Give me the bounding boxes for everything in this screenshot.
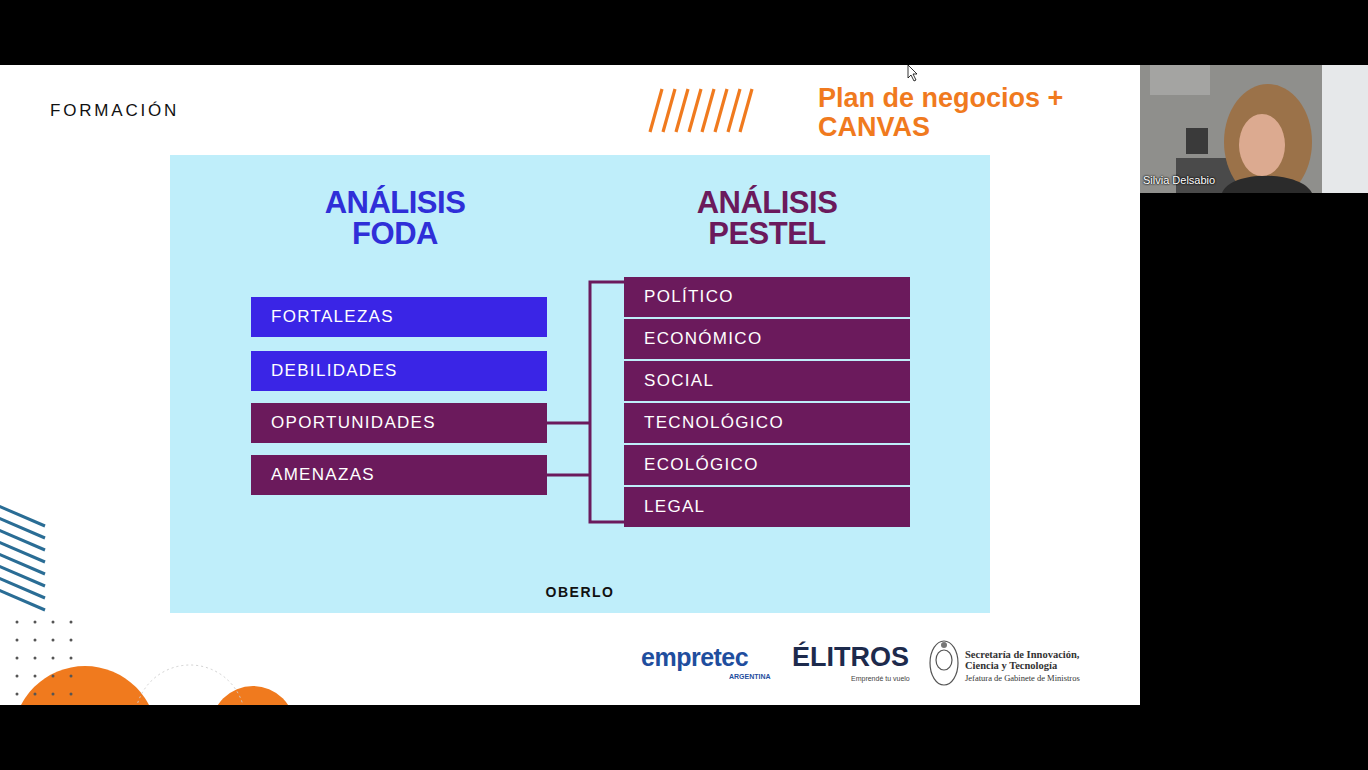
deco-circle bbox=[13, 666, 157, 705]
analysis-box: ECONÓMICO bbox=[624, 319, 910, 359]
webcam-object bbox=[1186, 128, 1208, 154]
deco-dot bbox=[34, 639, 37, 642]
group-heading: ANÁLISIS FODA bbox=[310, 187, 480, 249]
deco-dot bbox=[52, 639, 55, 642]
deco-slash bbox=[715, 89, 727, 132]
box-label: SOCIAL bbox=[644, 371, 714, 391]
box-label: ECONÓMICO bbox=[644, 329, 762, 349]
slide-background bbox=[0, 65, 1140, 705]
deco-dotted-circle bbox=[135, 665, 245, 705]
pestel-bracket bbox=[590, 282, 624, 522]
sponsor-logo: empretec bbox=[641, 643, 748, 672]
emblem-outline bbox=[930, 641, 958, 685]
analysis-box: DEBILIDADES bbox=[251, 351, 547, 391]
analysis-box: ECOLÓGICO bbox=[624, 445, 910, 485]
sponsor-subtitle: Emprendé tu vuelo bbox=[851, 675, 910, 682]
deco-slash bbox=[689, 89, 701, 132]
deco-circle bbox=[211, 686, 295, 705]
deco-dot bbox=[16, 621, 19, 624]
analysis-box: LEGAL bbox=[624, 487, 910, 527]
webcam-window bbox=[1322, 65, 1368, 193]
box-label: AMENAZAS bbox=[271, 465, 375, 485]
analysis-box: OPORTUNIDADES bbox=[251, 403, 547, 443]
webcam-shelf bbox=[1150, 65, 1210, 95]
deco-dot bbox=[70, 693, 73, 696]
analysis-box: SOCIAL bbox=[624, 361, 910, 401]
deco-slash bbox=[676, 89, 688, 132]
slide-title: Plan de negocios + CANVAS bbox=[818, 84, 1113, 142]
deco-slash bbox=[728, 89, 740, 132]
deco-dot bbox=[52, 657, 55, 660]
webcam-wall bbox=[1140, 65, 1368, 193]
analysis-group: ANÁLISIS FODA FORTALEZAS DEBILIDADES OPORTU… bbox=[251, 185, 547, 495]
sponsor-logo: ÉLITROS bbox=[792, 642, 909, 673]
panel-fill bbox=[170, 155, 990, 613]
deco-dot bbox=[34, 621, 37, 624]
connector-line bbox=[547, 422, 590, 425]
box-label: LEGAL bbox=[644, 497, 705, 517]
deco-dot bbox=[70, 639, 73, 642]
deco-dot bbox=[70, 675, 73, 678]
sponsor-name: Secretaría de Innovación, Ciencia y Tecn… bbox=[965, 649, 1105, 671]
box-label: DEBILIDADES bbox=[271, 361, 398, 381]
deco-stripe bbox=[0, 582, 45, 610]
emblem-inner bbox=[936, 650, 952, 670]
sponsor-subtitle: Jefatura de Gabinete de Ministros bbox=[965, 673, 1080, 683]
deco-slash bbox=[650, 89, 662, 132]
group-heading: ANÁLISIS PESTEL bbox=[682, 187, 852, 249]
deco-dot bbox=[34, 693, 37, 696]
analysis-box: POLÍTICO bbox=[624, 277, 910, 317]
analysis-box: TECNOLÓGICO bbox=[624, 403, 910, 443]
deco-dot bbox=[52, 675, 55, 678]
section-label: FORMACIÓN bbox=[50, 101, 179, 121]
analysis-box: FORTALEZAS bbox=[251, 297, 547, 337]
box-label: ECOLÓGICO bbox=[644, 455, 759, 475]
deco-dot bbox=[70, 621, 73, 624]
watermark: OBERLO bbox=[546, 584, 615, 600]
deco-dot bbox=[16, 693, 19, 696]
deco-slash bbox=[702, 89, 714, 132]
deco-dot bbox=[34, 657, 37, 660]
mouse-cursor bbox=[908, 65, 917, 81]
deco-dot bbox=[52, 621, 55, 624]
canvas-panel: OBERLO ANÁLISIS FODA FORTALEZAS DEBILIDADES… bbox=[170, 155, 990, 613]
box-label: POLÍTICO bbox=[644, 287, 734, 307]
deco-slash bbox=[663, 89, 675, 132]
analysis-group: ANÁLISIS PESTEL POLÍTICO ECONÓMICO SOCIAL TE… bbox=[590, 185, 910, 526]
box-label: OPORTUNIDADES bbox=[271, 413, 436, 433]
deco-dot bbox=[16, 675, 19, 678]
webcam-shirt bbox=[1222, 176, 1312, 193]
deco-dot bbox=[16, 639, 19, 642]
deco-dot bbox=[16, 657, 19, 660]
box-label: TECNOLÓGICO bbox=[644, 413, 784, 433]
box-label: FORTALEZAS bbox=[271, 307, 394, 327]
emblem-sun bbox=[941, 642, 947, 648]
deco-dot bbox=[34, 675, 37, 678]
connector-line bbox=[547, 474, 590, 477]
webcam-face bbox=[1239, 114, 1285, 176]
analysis-box: AMENAZAS bbox=[251, 455, 547, 495]
sponsor-subtitle: ARGENTINA bbox=[729, 673, 771, 680]
deco-dot bbox=[70, 657, 73, 660]
deco-slash bbox=[740, 89, 752, 132]
participant-name: Silvia Delsabio bbox=[1143, 174, 1215, 186]
deco-dot bbox=[52, 693, 55, 696]
